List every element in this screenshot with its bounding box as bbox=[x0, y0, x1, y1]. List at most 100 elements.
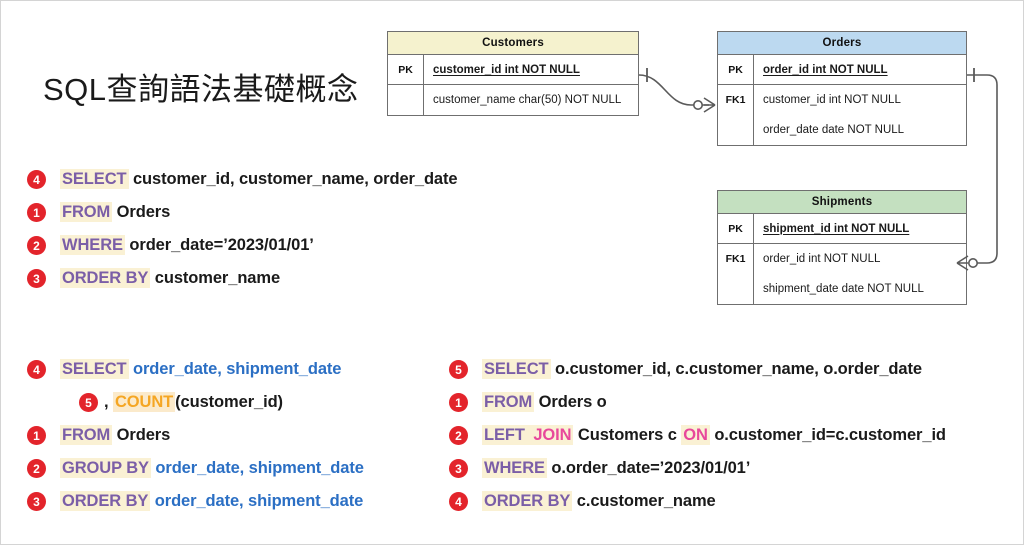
sql-token-plain: order_date=’2023/01/01’ bbox=[124, 236, 314, 254]
sql-token-kw: GROUP BY bbox=[60, 458, 151, 478]
er-field-cell: shipment_date date NOT NULL bbox=[763, 283, 924, 295]
sql-token-kw: LEFT bbox=[482, 425, 532, 445]
er-table-header-orders: Orders bbox=[718, 32, 966, 55]
sql-code-text: SELECT order_date, shipment_date bbox=[60, 359, 342, 379]
sql-token-kw: SELECT bbox=[60, 359, 129, 379]
sql-code-text: ORDER BY order_date, shipment_date bbox=[60, 491, 364, 511]
sql-block-group-by-query: 4 SELECT order_date, shipment_date 5 , COUN… bbox=[27, 353, 364, 518]
er-key-cell bbox=[718, 115, 754, 145]
step-badge: 5 bbox=[79, 393, 98, 412]
sql-code-text: SELECT o.customer_id, c.customer_name, o… bbox=[482, 359, 922, 379]
step-badge: 3 bbox=[449, 459, 468, 478]
sql-code-text: ORDER BY customer_name bbox=[60, 268, 281, 288]
sql-token-plain: o.customer_id=c.customer_id bbox=[709, 426, 946, 444]
sql-token-plain: Orders bbox=[112, 203, 171, 221]
sql-line: 5 , COUNT(customer_id) bbox=[27, 386, 364, 419]
sql-token-kw: ORDER BY bbox=[60, 268, 151, 288]
sql-token-kw: FROM bbox=[482, 392, 535, 412]
sql-token-kw-pink: ON bbox=[681, 425, 710, 445]
er-field-cell: shipment_id int NOT NULL bbox=[763, 222, 910, 235]
er-key-cell bbox=[718, 274, 754, 304]
sql-line: 1 FROM Orders bbox=[27, 196, 457, 229]
er-row: order_date date NOT NULL bbox=[718, 115, 966, 145]
sql-token-kw: FROM bbox=[60, 425, 113, 445]
sql-code-text: , COUNT(customer_id) bbox=[104, 392, 283, 412]
sql-code-text: SELECT customer_id, customer_name, order… bbox=[60, 169, 458, 189]
sql-token-kw: WHERE bbox=[60, 235, 125, 255]
sql-code-text: WHERE o.order_date=’2023/01/01’ bbox=[482, 458, 751, 478]
er-row: PK shipment_id int NOT NULL bbox=[718, 214, 966, 244]
er-key-cell: FK1 bbox=[718, 244, 754, 274]
sql-code-text: FROM Orders o bbox=[482, 392, 607, 412]
step-badge: 3 bbox=[27, 492, 46, 511]
sql-line: 3 WHERE o.order_date=’2023/01/01’ bbox=[449, 452, 946, 485]
sql-code-text: LEFT JOIN Customers c ON o.customer_id=c… bbox=[482, 425, 946, 445]
er-field-cell: order_date date NOT NULL bbox=[763, 124, 905, 136]
step-badge: 1 bbox=[27, 426, 46, 445]
step-badge: 4 bbox=[27, 360, 46, 379]
sql-token-plain: customer_id, customer_name, order_date bbox=[128, 170, 458, 188]
sql-token-plain: customer_name bbox=[150, 269, 281, 287]
er-key-cell: PK bbox=[388, 55, 424, 84]
sql-line: 2 LEFT JOIN Customers c ON o.customer_id=… bbox=[449, 419, 946, 452]
er-field-cell: customer_id int NOT NULL bbox=[433, 63, 580, 76]
er-key-cell: PK bbox=[718, 214, 754, 243]
sql-token-plain: Orders bbox=[112, 426, 171, 444]
sql-token-col: order_date, shipment_date bbox=[150, 492, 364, 510]
er-key-cell: PK bbox=[718, 55, 754, 84]
sql-line: 3 ORDER BY customer_name bbox=[27, 262, 457, 295]
sql-code-text: ORDER BY c.customer_name bbox=[482, 491, 716, 511]
sql-token-kw: SELECT bbox=[482, 359, 551, 379]
sql-token-plain: , bbox=[104, 393, 113, 411]
step-badge: 5 bbox=[449, 360, 468, 379]
er-row: shipment_date date NOT NULL bbox=[718, 274, 966, 304]
er-field-cell: order_id int NOT NULL bbox=[763, 63, 888, 76]
sql-line: 3 ORDER BY order_date, shipment_date bbox=[27, 485, 364, 518]
er-row: PK order_id int NOT NULL bbox=[718, 55, 966, 85]
sql-token-kw: ORDER BY bbox=[482, 491, 573, 511]
er-table-header-customers: Customers bbox=[388, 32, 638, 55]
sql-token-kw: SELECT bbox=[60, 169, 129, 189]
sql-block-basic-query: 4 SELECT customer_id, customer_name, orde… bbox=[27, 163, 458, 295]
step-badge: 2 bbox=[27, 236, 46, 255]
sql-token-kw: ORDER BY bbox=[60, 491, 151, 511]
er-row: FK1 customer_id int NOT NULL bbox=[718, 85, 966, 115]
sql-code-text: FROM Orders bbox=[60, 202, 171, 222]
page-title: SQL查詢語法基礎概念 bbox=[43, 72, 359, 107]
er-row: PK customer_id int NOT NULL bbox=[388, 55, 638, 85]
er-key-cell bbox=[388, 85, 424, 115]
sql-code-text: FROM Orders bbox=[60, 425, 171, 445]
sql-line: 4 SELECT customer_id, customer_name, orde… bbox=[27, 163, 458, 196]
er-field-cell: customer_id int NOT NULL bbox=[763, 94, 901, 106]
sql-token-plain: Customers c bbox=[573, 426, 682, 444]
step-badge: 2 bbox=[27, 459, 46, 478]
step-badge: 1 bbox=[27, 203, 46, 222]
sql-token-plain: c.customer_name bbox=[572, 492, 716, 510]
step-badge: 3 bbox=[27, 269, 46, 288]
step-badge: 2 bbox=[449, 426, 468, 445]
sql-line: 2 WHERE order_date=’2023/01/01’ bbox=[27, 229, 457, 262]
sql-token-plain: o.order_date=’2023/01/01’ bbox=[546, 459, 751, 477]
step-badge: 1 bbox=[449, 393, 468, 412]
sql-block-join-query: 5 SELECT o.customer_id, c.customer_name, … bbox=[449, 353, 946, 518]
sql-code-text: GROUP BY order_date, shipment_date bbox=[60, 458, 364, 478]
sql-token-plain: Orders o bbox=[534, 393, 607, 411]
sql-line: 5 SELECT o.customer_id, c.customer_name, … bbox=[449, 353, 946, 386]
er-field-cell: customer_name char(50) NOT NULL bbox=[433, 94, 622, 106]
er-row: FK1 order_id int NOT NULL bbox=[718, 244, 966, 274]
sql-line: 1 FROM Orders bbox=[27, 419, 364, 452]
sql-token-plain: o.customer_id, c.customer_name, o.order_… bbox=[550, 360, 922, 378]
sql-token-plain: (customer_id) bbox=[175, 393, 283, 411]
sql-token-col: order_date, shipment_date bbox=[128, 360, 342, 378]
er-field-cell: order_id int NOT NULL bbox=[763, 253, 881, 265]
step-badge: 4 bbox=[27, 170, 46, 189]
er-key-cell: FK1 bbox=[718, 85, 754, 115]
sql-token-kw: WHERE bbox=[482, 458, 547, 478]
sql-line: 1 FROM Orders o bbox=[449, 386, 946, 419]
sql-token-kw-pink: JOIN bbox=[531, 425, 574, 445]
